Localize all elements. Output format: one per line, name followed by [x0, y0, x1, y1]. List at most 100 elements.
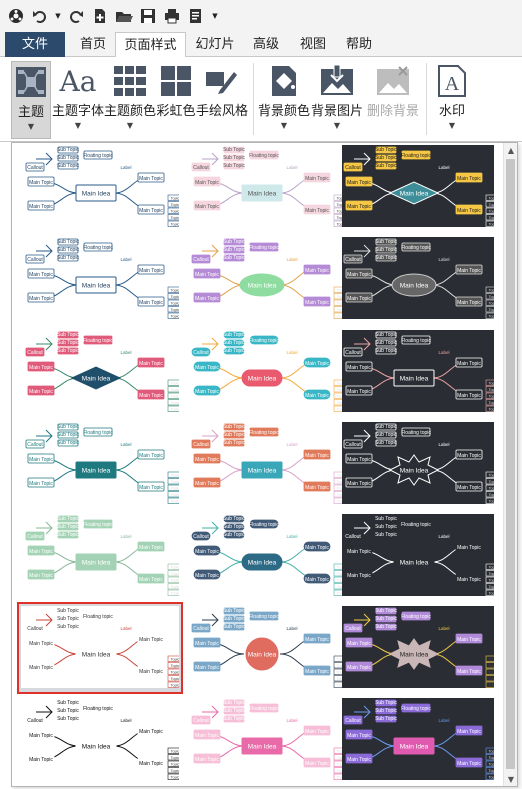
thumb-sub-topic-text: Sub Topic [375, 155, 397, 161]
thumb-main-topic [137, 389, 165, 400]
thumb-topic-text: Topic [337, 301, 345, 305]
tab-file[interactable]: 文件 [5, 32, 65, 57]
thumb-topic-text: Topic [489, 749, 494, 753]
thumb-main-topic-text: Main Topic [195, 180, 219, 186]
thumb-main-topic-text: Main Topic [139, 669, 163, 675]
thumb-sub-topic [223, 331, 245, 339]
thumb-topic [333, 312, 345, 319]
thumb-topic [167, 405, 179, 412]
thumb-main-topic-text: Main Topic [305, 361, 329, 367]
thumb-topic [167, 312, 179, 319]
tab-slides[interactable]: 幻灯片 [195, 37, 235, 52]
tab-home[interactable]: 首页 [79, 37, 106, 52]
undo-icon[interactable] [30, 6, 50, 26]
print-icon[interactable] [162, 6, 182, 26]
thumb-sub-topic [375, 423, 397, 431]
thumb-main-topic-text: Main Topic [347, 272, 371, 278]
thumb-main-topic [455, 665, 483, 676]
thumb-sub-topic [375, 707, 397, 715]
rainbow-icon [156, 61, 196, 101]
thumb-sub-topic-text: Sub Topic [223, 516, 245, 522]
thumb-main-topic [27, 661, 55, 672]
thumb-topic [485, 201, 494, 208]
thumb-label: Label [286, 442, 297, 447]
thumb-main-topic-text: Main Topic [29, 733, 53, 739]
thumb-topic-text: Topic [171, 749, 179, 753]
new-file-icon[interactable] [90, 6, 110, 26]
theme-button[interactable]: 主题 ▼ [11, 61, 51, 139]
delete-background-button[interactable]: 删除背景 [366, 61, 420, 139]
watermark-button[interactable]: A 水印 ▼ [432, 61, 472, 139]
thumb-sub-topic [223, 515, 245, 523]
scroll-up-icon[interactable]: ▲ [507, 145, 515, 155]
export-icon[interactable] [186, 6, 206, 26]
undo-dropdown-icon[interactable]: ▼ [55, 11, 61, 20]
thumb-topic [333, 399, 345, 406]
open-icon[interactable] [114, 6, 134, 26]
thumb-callout-text: Callout [345, 257, 361, 263]
thumb-sub-topic-text: Sub Topic [375, 163, 397, 169]
thumb-main-topic-text: Main Topic [457, 268, 481, 274]
background-color-button[interactable]: 背景颜色 ▼ [258, 61, 310, 139]
thumb-branch [36, 429, 53, 443]
thumb-topic [333, 583, 345, 590]
paint-bucket-icon [258, 61, 310, 101]
tab-view[interactable]: 视图 [299, 37, 326, 52]
hand-drawn-button[interactable]: 手绘风格 [196, 61, 248, 139]
rainbow-button[interactable]: 彩虹色 [156, 61, 196, 139]
thumb-callout-text: Callout [193, 350, 209, 356]
thumb-floating-text: Floating topic [401, 245, 431, 251]
thumb-floating [83, 242, 113, 252]
customize-dropdown-icon[interactable]: ▼ [212, 11, 218, 20]
thumb-sub-topic [57, 347, 79, 355]
thumb-floating-text: Floating topic [249, 706, 279, 712]
thumb-topic [167, 399, 179, 406]
thumb-branch [113, 653, 141, 669]
thumb-topic-text: Topic [489, 196, 494, 200]
thumb-floating [83, 703, 113, 713]
thumb-label: Label [286, 350, 297, 355]
thumb-topic-text: Topic [337, 677, 345, 681]
tab-advanced[interactable]: 高级 [252, 37, 279, 52]
redo-icon[interactable] [66, 6, 86, 26]
tab-help[interactable]: 帮助 [345, 37, 372, 52]
save-icon[interactable] [138, 6, 158, 26]
thumb-topic-text: Topic [171, 670, 179, 674]
tab-page-style[interactable]: 页面样式 [115, 32, 186, 58]
thumb-topic [333, 570, 345, 577]
gallery-scrollbar[interactable]: ▲ ▼ [503, 143, 517, 786]
thumb-callout-text: Callout [27, 257, 43, 263]
background-image-button[interactable]: 背景图片 ▼ [310, 61, 364, 139]
thumb-topic-text: Topic [171, 222, 179, 226]
app-logo-icon[interactable] [6, 6, 26, 26]
scroll-down-icon[interactable]: ▼ [507, 774, 515, 784]
thumb-branch [354, 429, 371, 443]
thumb-topic [485, 589, 494, 596]
theme-font-button[interactable]: Aa 主题字体 ▼ [52, 61, 104, 139]
scrollbar-thumb[interactable] [506, 159, 515, 769]
thumb-topic-text: Topic [489, 216, 494, 220]
thumb-main-topic-text: Main Topic [457, 545, 481, 551]
theme-color-button[interactable]: 主题颜色 ▼ [104, 61, 156, 139]
